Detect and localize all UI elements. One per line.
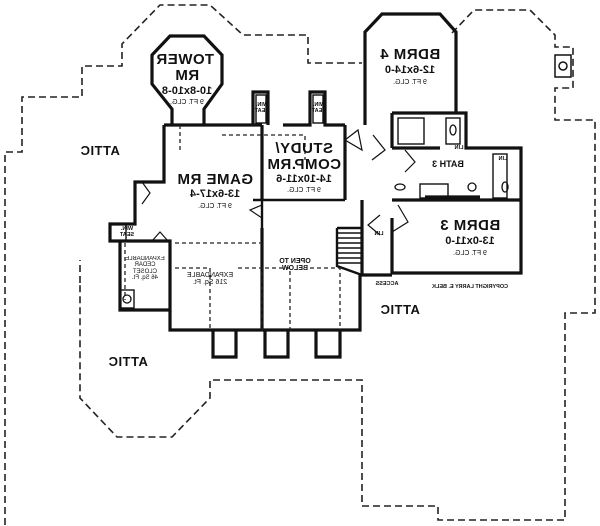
open-line1: OPEN TO	[279, 258, 311, 265]
bath-inner	[390, 113, 520, 202]
tower-line1: TOWER	[155, 51, 214, 68]
win-seat-l2: SEAT	[254, 107, 269, 114]
win-seat-l2: SEAT	[311, 107, 326, 114]
exterior-walls	[108, 12, 523, 359]
stair-treads	[338, 232, 361, 264]
study-line2: COMP.RM	[266, 155, 342, 173]
cedar-line4: 46 Sq. Ft.	[132, 274, 159, 281]
sink-icon	[449, 124, 457, 136]
win-seat-label-1: WIN.SEAT	[254, 102, 269, 115]
attic-boundary-lower-right	[79, 283, 596, 521]
win-seat-label-2: WIN.SEAT	[311, 102, 326, 115]
game-room-dims: 13-6x17-4	[189, 188, 241, 200]
vanity	[445, 117, 461, 145]
attic-outline	[4, 4, 596, 525]
attic-label-bottom-left: ATTIC	[108, 354, 148, 369]
bottom-bay-1	[211, 330, 238, 359]
win-seat-left	[255, 94, 267, 124]
study-dims: 14-10x11-6	[276, 173, 332, 185]
bath3-name: BATH 3	[432, 159, 464, 169]
bottom-bay-3	[314, 330, 342, 359]
bdrm4-ceiling: 9 FT. CLG.	[393, 79, 427, 86]
expandable-dashed	[124, 125, 341, 330]
copyright-label: COPYRIGHT LARRY E. BELK	[431, 284, 509, 290]
sink-icon-3	[501, 181, 509, 193]
study-ceiling: 9 FT. CLG.	[287, 187, 321, 194]
open-line2: BELOW	[281, 265, 309, 273]
tower-line2: RM	[174, 66, 200, 84]
tower-ceiling: 9 FT. CLG.	[170, 99, 204, 106]
toilet-icon	[467, 182, 477, 192]
open-to-below: OPEN TO BELOW	[270, 258, 320, 273]
win-seat-l2: SEAT	[119, 231, 135, 238]
cedar-closet: EXPANDABLE CEDAR CLOSET 46 Sq. Ft.	[120, 256, 170, 281]
vent-circle-icon	[558, 61, 568, 71]
lin-label-3: LIN	[374, 231, 384, 237]
expandable-line1: EXPANDABLE	[186, 272, 234, 279]
attic-label-left: ATTIC	[80, 143, 120, 158]
game-room-name: GAME RM	[177, 171, 253, 188]
bottom-bay-2	[263, 330, 290, 359]
game-room-ceiling: 9 FT. CLG.	[198, 203, 232, 210]
attic-vent-box	[554, 54, 572, 78]
bdrm4-walls	[363, 12, 458, 125]
lin-label-2: LIN	[498, 156, 508, 162]
access-label: ACCESS	[375, 281, 399, 287]
win-seat-game	[109, 223, 127, 242]
bdrm4-dims: 12-6x14-0	[384, 64, 436, 76]
study-line1: STUDY/	[275, 140, 334, 157]
attic-label-right: ATTIC	[380, 302, 420, 317]
bdrm3-dims: 13-0x11-0	[445, 235, 495, 247]
expandable-line2: 216 Sq. Ft.	[192, 279, 228, 287]
cedar-closet-vent	[119, 289, 135, 309]
study-name: STUDY/ COMP.RM	[262, 140, 346, 173]
win-seat-right	[312, 94, 324, 124]
tub	[419, 183, 449, 199]
linen-closet	[492, 153, 508, 199]
expandable-area: EXPANDABLE 216 Sq. Ft.	[180, 272, 240, 287]
lin-label-1: LIN	[454, 145, 464, 151]
game-room-east-wall	[253, 198, 345, 228]
bdrm4-name: BDRM 4	[379, 46, 441, 63]
sink-icon-2	[394, 183, 406, 191]
tower-room-name: TOWER RM	[155, 51, 214, 84]
bdrm3-name: BDRM 3	[439, 217, 501, 234]
shower	[397, 117, 425, 145]
bdrm3-ceiling: 9 FT. CLG.	[453, 250, 487, 257]
stair-wall	[335, 226, 364, 277]
bath-walls	[390, 111, 523, 275]
door-swings	[141, 128, 416, 242]
tower-walls	[150, 34, 224, 125]
attic-boundary-upper-left	[4, 4, 362, 525]
win-seat-label-3: WIN.SEAT	[118, 226, 136, 239]
vent-circle-icon-2	[122, 294, 132, 304]
attic-boundary-right	[451, 9, 596, 298]
tower-dims: 10-8x10-8	[161, 85, 213, 97]
left-closet-wall	[118, 239, 172, 312]
